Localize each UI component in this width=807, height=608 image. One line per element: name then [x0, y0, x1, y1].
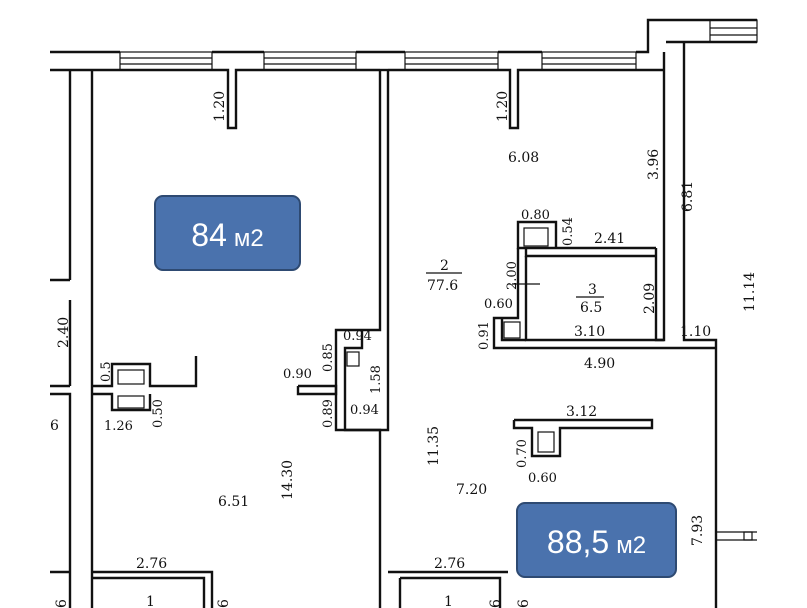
dim-0-54: 0.54 — [561, 217, 576, 246]
room-2-area: 77.6 — [427, 278, 458, 294]
dim-bottom-6-c: 6 — [488, 599, 504, 608]
dim-11-35: 11.35 — [426, 426, 442, 466]
dim-6-81: 6.81 — [680, 181, 696, 212]
dim-7-20: 7.20 — [456, 482, 487, 498]
room-labels: 2 77.6 3 6.5 1 1 — [146, 258, 604, 608]
dim-0-89: 0.89 — [321, 399, 336, 428]
room-1-left: 1 — [146, 594, 155, 608]
left-apartment-walls — [50, 68, 390, 608]
dim-2-41: 2.41 — [594, 231, 625, 247]
dim-6-51: 6.51 — [218, 494, 249, 510]
room-1-right: 1 — [444, 594, 453, 608]
dim-2-09: 2.09 — [642, 283, 658, 314]
dim-0-94-b: 0.94 — [350, 403, 379, 418]
dim-0-60-b: 0.60 — [528, 471, 557, 486]
area-badge-88-5: 88,5 м2 — [516, 502, 677, 578]
dim-bottom-6-a: 6 — [54, 599, 70, 608]
dim-1-20-left: 1.20 — [212, 91, 228, 122]
dim-0-5: 0.5 — [99, 361, 114, 382]
area-badge-84: 84 м2 — [154, 195, 301, 271]
dim-bottom-6-b: 6 — [216, 599, 232, 608]
dim-0-91: 0.91 — [477, 321, 492, 350]
dim-0-85: 0.85 — [321, 343, 336, 372]
dim-0-90: 0.90 — [283, 367, 312, 382]
dim-0-94-a: 0.94 — [343, 329, 372, 344]
dim-3-12: 3.12 — [566, 404, 597, 420]
dim-1-20-right: 1.20 — [495, 91, 511, 122]
right-apartment-walls — [388, 68, 757, 608]
room-3-id: 3 — [588, 282, 597, 298]
dim-3-10: 3.10 — [574, 324, 605, 340]
dim-3-96: 3.96 — [646, 149, 662, 180]
dim-1-58: 1.58 — [369, 365, 384, 394]
dim-14-30: 14.30 — [280, 460, 296, 500]
windows — [119, 19, 758, 71]
dim-6-left: 6 — [50, 418, 59, 434]
dim-0-60-a: 0.60 — [484, 297, 513, 312]
dim-1-10: 1.10 — [680, 324, 711, 340]
room-3-area: 6.5 — [580, 300, 602, 316]
dim-0-70: 0.70 — [515, 439, 530, 468]
dim-2-00: 2.00 — [505, 261, 520, 290]
dim-1-26: 1.26 — [104, 419, 133, 434]
dim-6-08: 6.08 — [508, 150, 539, 166]
dimension-labels: 1.20 1.20 6.08 3.96 6.81 0.80 0.54 2.41 … — [50, 91, 758, 608]
area-value: 88,5 — [546, 524, 610, 560]
room-2-id: 2 — [440, 258, 449, 274]
area-unit: м2 — [233, 225, 264, 252]
outer-walls — [50, 18, 757, 72]
dim-2-76-right: 2.76 — [434, 556, 465, 572]
dim-2-40: 2.40 — [56, 317, 72, 348]
area-value: 84 — [191, 217, 227, 253]
dim-4-90: 4.90 — [584, 356, 615, 372]
area-unit: м2 — [616, 532, 647, 559]
dim-7-93: 7.93 — [690, 515, 706, 546]
dim-0-80: 0.80 — [521, 208, 550, 223]
dim-11-14: 11.14 — [742, 272, 758, 312]
dim-2-76-left: 2.76 — [136, 556, 167, 572]
dim-0-50: 0.50 — [151, 399, 166, 428]
dim-bottom-6-d: 6 — [516, 599, 532, 608]
